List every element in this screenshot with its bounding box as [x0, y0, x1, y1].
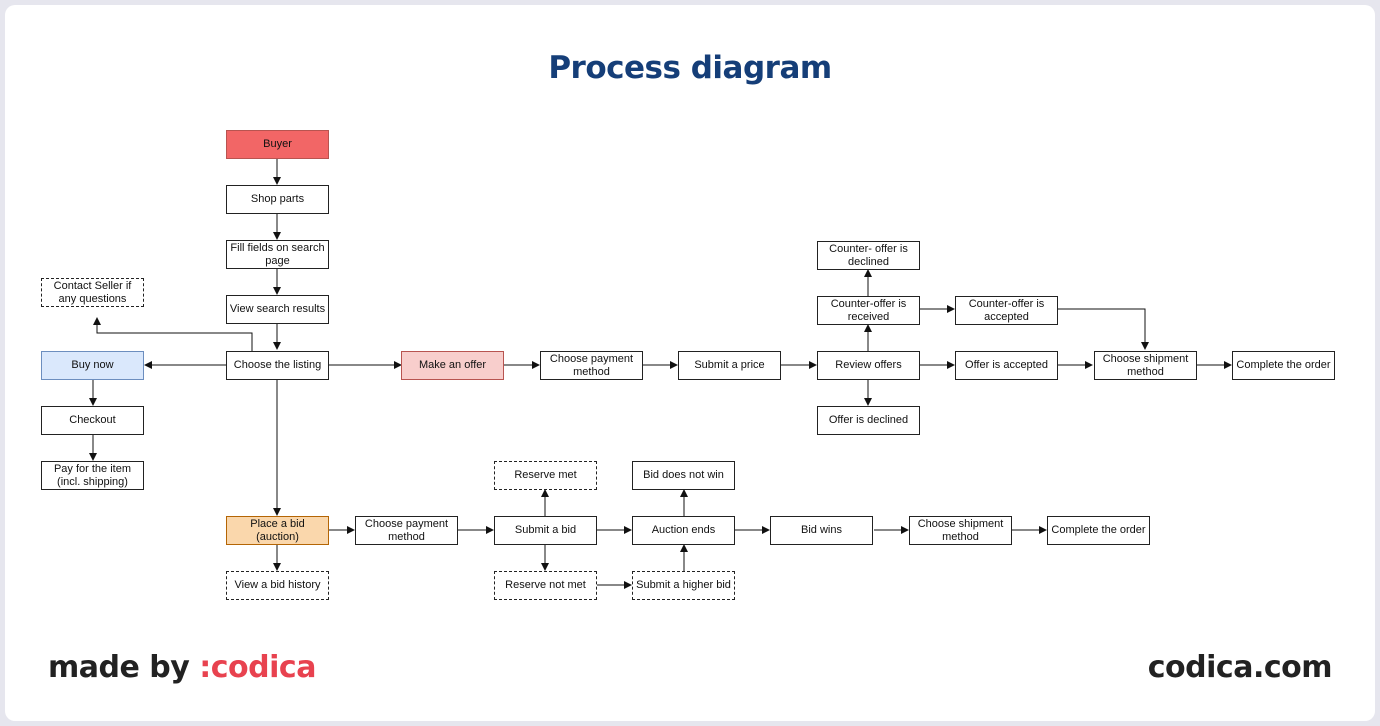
node-place-bid: Place a bid (auction) — [226, 516, 329, 545]
node-contact-seller: Contact Seller if any questions — [41, 278, 144, 307]
node-auction-ends: Auction ends — [632, 516, 735, 545]
node-reserve-not-met: Reserve not met — [494, 571, 597, 600]
arrow-counteraccepted-shipment — [1057, 308, 1149, 350]
node-counter-declined: Counter- offer is declined — [817, 241, 920, 270]
node-view-results: View search results — [226, 295, 329, 324]
node-counter-received: Counter-offer is received — [817, 296, 920, 325]
arrow-listing-contact — [93, 317, 253, 351]
node-choose-shipment-bid: Choose shipment method — [909, 516, 1012, 545]
node-offer-accepted: Offer is accepted — [955, 351, 1058, 380]
node-choose-payment-offer: Choose payment method — [540, 351, 643, 380]
node-fill-fields: Fill fields on search page — [226, 240, 329, 269]
node-buy-now: Buy now — [41, 351, 144, 380]
site-url: codica.com — [1147, 650, 1333, 685]
made-by-credit: made by :codica — [48, 650, 316, 685]
node-choose-payment-bid: Choose payment method — [355, 516, 458, 545]
node-make-offer: Make an offer — [401, 351, 504, 380]
page-title: Process diagram — [548, 50, 832, 86]
node-checkout: Checkout — [41, 406, 144, 435]
node-review-offers: Review offers — [817, 351, 920, 380]
node-bid-not-win: Bid does not win — [632, 461, 735, 490]
made-by-text: made by — [48, 650, 190, 685]
node-choose-shipment-offer: Choose shipment method — [1094, 351, 1197, 380]
node-offer-declined: Offer is declined — [817, 406, 920, 435]
node-shop-parts: Shop parts — [226, 185, 329, 214]
node-counter-accepted: Counter-offer is accepted — [955, 296, 1058, 325]
node-submit-higher: Submit a higher bid — [632, 571, 735, 600]
brand-logo: :codica — [199, 650, 316, 685]
node-reserve-met: Reserve met — [494, 461, 597, 490]
node-complete-order-bid: Complete the order — [1047, 516, 1150, 545]
node-buyer: Buyer — [226, 130, 329, 159]
node-submit-price: Submit a price — [678, 351, 781, 380]
node-choose-listing: Choose the listing — [226, 351, 329, 380]
node-view-bid-history: View a bid history — [226, 571, 329, 600]
node-submit-bid: Submit a bid — [494, 516, 597, 545]
node-bid-wins: Bid wins — [770, 516, 873, 545]
node-complete-order-offer: Complete the order — [1232, 351, 1335, 380]
node-pay-item: Pay for the item (incl. shipping) — [41, 461, 144, 490]
